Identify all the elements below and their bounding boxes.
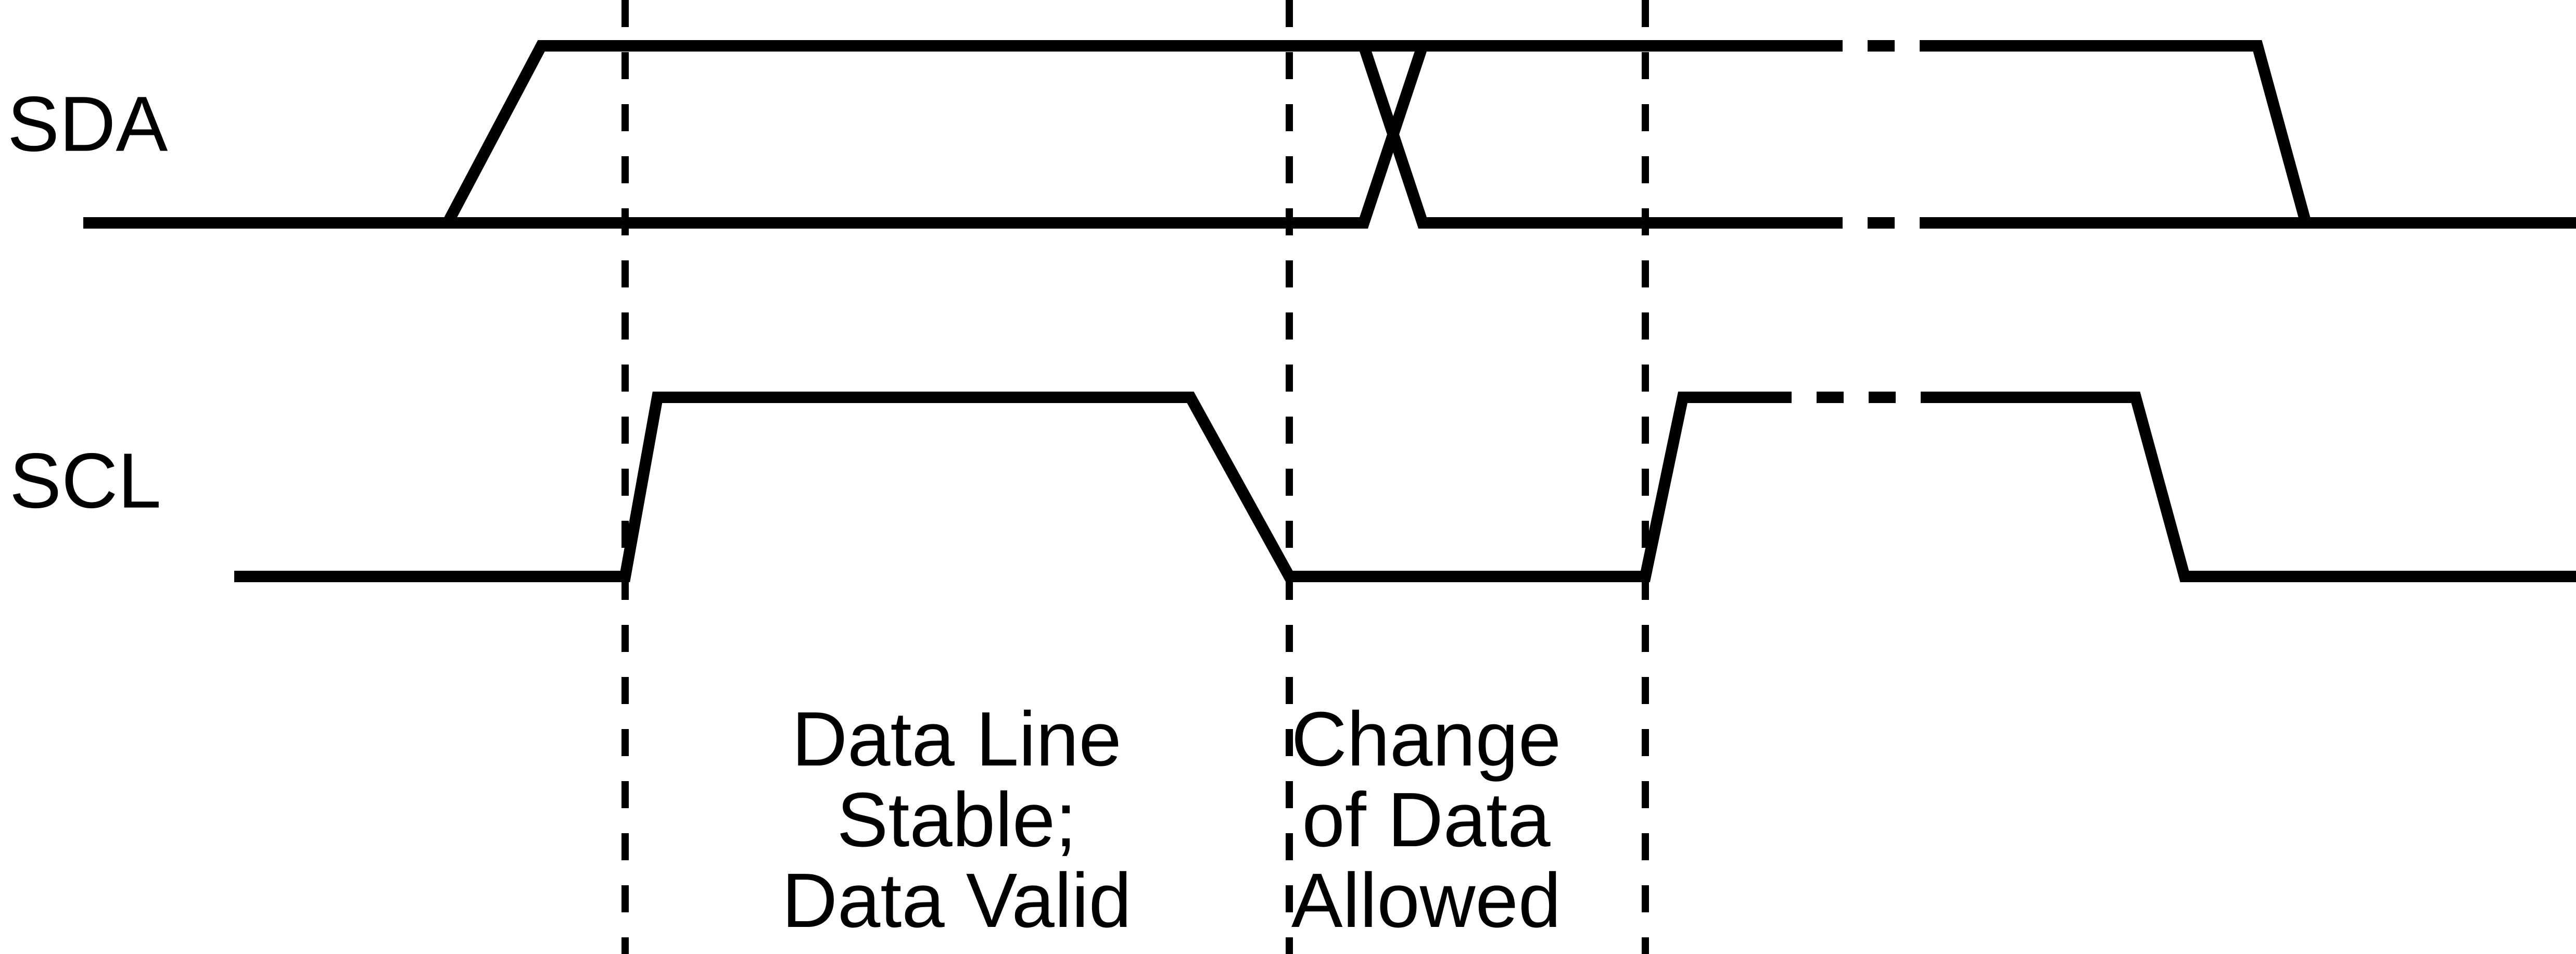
annotation-data-change: Change of Data Allowed (1291, 696, 1561, 944)
annotation-stable-line-2: Stable; (837, 777, 1077, 863)
annotation-stable-line-1: Data Line (792, 696, 1122, 782)
scl-signal-label: SCL (9, 437, 161, 524)
marker-line-group (621, 0, 1649, 954)
scl-segment-tail (1943, 392, 2576, 582)
sda-waveform-group (83, 40, 2576, 229)
annotation-data-stable: Data Line Stable; Data Valid (782, 696, 1132, 944)
sda-signal-label: SDA (7, 80, 168, 168)
annotation-change-line-1: Change (1291, 696, 1561, 782)
annotation-stable-line-3: Data Valid (782, 858, 1132, 944)
sda-segment-cross-down-low (1358, 44, 1816, 229)
annotation-change-line-3: Allowed (1291, 858, 1561, 944)
scl-waveform-group (234, 392, 2576, 582)
annotation-change-line-2: of Data (1302, 777, 1551, 863)
sda-segment-low-cross-up (83, 44, 1428, 229)
scl-segment-main (234, 392, 1765, 582)
